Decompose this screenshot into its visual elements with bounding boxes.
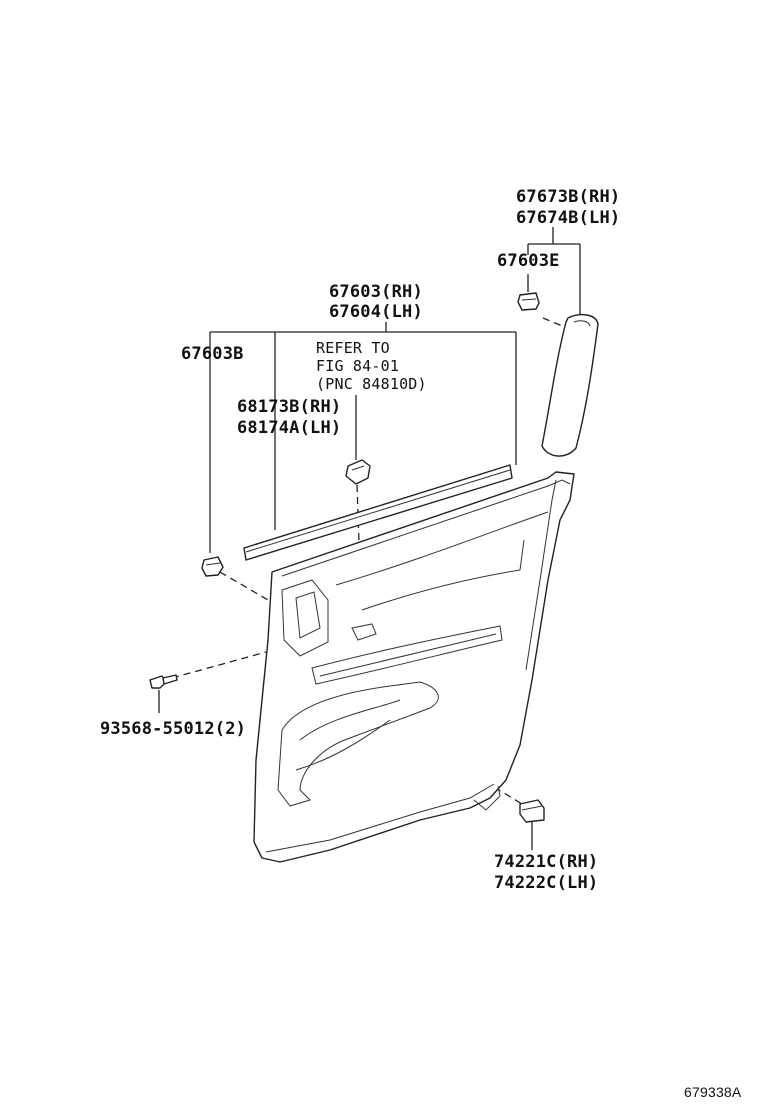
- label-67603b: 67603B: [181, 344, 244, 364]
- label-74221c: 74221C(RH): [494, 852, 599, 872]
- clip-67603e: [517, 292, 540, 311]
- dash-screw: [171, 651, 267, 679]
- door-trim-panel: [253, 471, 575, 863]
- label-68174a: 68174A(LH): [237, 418, 342, 438]
- refer-line-1: REFER TO: [316, 339, 390, 357]
- label-93568: 93568-55012(2): [100, 719, 247, 739]
- label-67603e: 67603E: [497, 251, 560, 271]
- leader-67603: [210, 322, 517, 465]
- label-74222c: 74222C(LH): [494, 873, 599, 893]
- refer-line-3: (PNC 84810D): [316, 375, 427, 393]
- label-68173b: 68173B(RH): [237, 397, 342, 417]
- label-67603: 67603(RH): [329, 282, 423, 302]
- refer-line-2: FIG 84-01: [316, 357, 400, 375]
- upper-garnish: [541, 313, 599, 457]
- dash-67603b: [219, 571, 269, 601]
- clip-67603b: [201, 556, 224, 577]
- screw-93568: [149, 674, 178, 689]
- label-67604: 67604(LH): [329, 302, 423, 322]
- clip-refer: [345, 459, 371, 485]
- label-67673b: 67673B(RH): [516, 187, 621, 207]
- leader-lines: [158, 227, 581, 850]
- weatherstrip: [243, 464, 513, 561]
- diagram-id: 679338A: [684, 1084, 742, 1100]
- clip-74221c: [519, 799, 545, 823]
- label-67674b: 67674B(LH): [516, 208, 621, 228]
- leader-67673b: [527, 227, 581, 316]
